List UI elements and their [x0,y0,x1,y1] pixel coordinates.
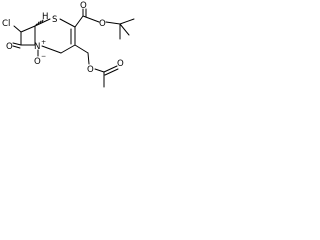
bond-acetyl-c-o-double-b [104,68,119,76]
bond-c8-o-double-a [12,42,22,46]
stereo-hash-h [35,19,44,26]
bond-o-tbu [105,21,121,25]
bond-c6-s [34,18,51,27]
molecule-diagram: Cl S H N + O − O O O O O [0,0,149,93]
bond-s-c2 [59,18,76,28]
bond-ester-c-o [82,15,100,23]
bond-c7-c6 [20,25,36,33]
bond-tbu-me3 [119,23,130,36]
bond-c7-cl [13,25,22,33]
bond-c4-n1 [41,45,62,54]
atom-lactam-o: O [6,42,13,52]
bond-c3-ch2 [74,44,89,54]
atom-s: S [52,15,57,25]
atom-oxide-charge: − [41,53,46,60]
atom-oxide-o: O [34,57,41,67]
structure-svg: Cl S H N + O − O O O O O [2,1,135,88]
atom-ester-carbonyl-o: O [80,1,87,11]
bond-c8-o-double-b [12,45,21,49]
atom-cl: Cl [2,19,10,29]
bond-c3-c4 [60,44,76,54]
bond-o-acetyl-c [94,68,105,73]
bond-acetyl-c-o-double-a [103,65,118,73]
bond-ch2-o [87,52,90,65]
bond-c2-ester-c [74,15,84,28]
atom-n: N [34,42,40,52]
bond-tbu-me1 [119,18,135,25]
atom-acetate-ether-o: O [87,65,94,75]
atom-n-charge: + [41,39,46,46]
atom-ester-ether-o: O [99,19,106,29]
atom-acetate-carbonyl-o: O [117,59,124,69]
atom-h: H [42,12,48,22]
